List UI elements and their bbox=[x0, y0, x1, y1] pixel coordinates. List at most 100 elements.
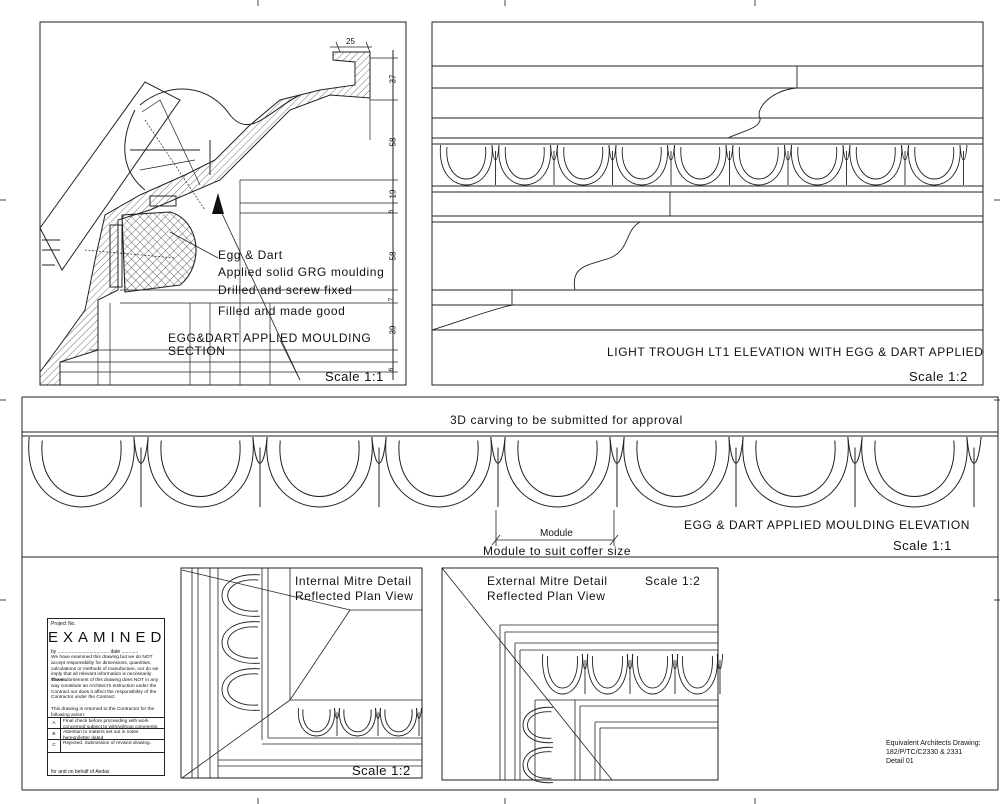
main-egg-shell bbox=[385, 436, 492, 508]
external-mitre-egg-v-egg bbox=[527, 711, 552, 739]
lt1-egg-shell bbox=[615, 144, 668, 186]
stamp-footer: for and on behalf of Aedas bbox=[51, 769, 110, 775]
main-egg-egg bbox=[160, 440, 241, 498]
external-mitre-egg-h-shell bbox=[632, 653, 673, 695]
stamp-heading: EXAMINED bbox=[48, 629, 167, 646]
lt1-egg-egg bbox=[855, 146, 896, 180]
lt1-egg-egg bbox=[797, 146, 838, 180]
external-mitre-egg-h-egg bbox=[682, 655, 713, 689]
external-mitre-egg-h-egg bbox=[592, 655, 623, 689]
drawing-reference-line-1: Equivalent Architects Drawing: bbox=[886, 740, 981, 747]
drawing-reference-line-2: 182/P/TC/C2330 & 2331 bbox=[886, 748, 963, 756]
main-egg-shell bbox=[266, 436, 373, 508]
main-egg-egg bbox=[755, 440, 836, 498]
internal-mitre-egg-v-shell bbox=[221, 668, 261, 711]
section-view bbox=[39, 21, 407, 386]
section-title-line-2: SECTION bbox=[168, 344, 226, 358]
main-egg-egg bbox=[398, 440, 479, 498]
main-note: 3D carving to be submitted for approval bbox=[450, 413, 683, 427]
main-egg-egg bbox=[636, 440, 717, 498]
lt1-scale: Scale 1:2 bbox=[909, 369, 968, 384]
internal-mitre-egg-h-shell bbox=[297, 707, 336, 737]
lt1-egg-shell bbox=[498, 144, 551, 186]
internal-mitre-title-2: Reflected Plan View bbox=[295, 589, 414, 603]
examined-stamp: Project No. EXAMINED by ................… bbox=[47, 618, 165, 776]
external-mitre-egg-h-egg bbox=[637, 655, 668, 689]
stamp-action-a-text: Final check before proceeding with work … bbox=[63, 719, 159, 730]
lt1-egg-egg bbox=[914, 146, 955, 180]
internal-mitre-scale: Scale 1:2 bbox=[352, 763, 411, 778]
stamp-by: by .....................................… bbox=[51, 649, 139, 655]
section-label-line-2: Applied solid GRG moulding bbox=[218, 265, 385, 279]
dim-6a: 6 bbox=[388, 209, 396, 214]
module-note: Module to suit coffer size bbox=[483, 544, 632, 558]
main-egg-shell bbox=[623, 436, 730, 508]
internal-mitre-egg-v-egg bbox=[227, 579, 259, 612]
external-mitre-egg-h-shell bbox=[542, 653, 583, 695]
internal-mitre-egg-h-shell bbox=[379, 707, 418, 737]
lt1-egg-shell bbox=[732, 144, 785, 186]
dim-58a: 58 bbox=[388, 137, 398, 147]
stamp-action-a-key: A bbox=[48, 718, 61, 729]
lt1-egg-shell bbox=[674, 144, 727, 186]
dim-6b: 6 bbox=[388, 367, 396, 372]
internal-mitre-view bbox=[180, 567, 423, 779]
lt1-egg-shell bbox=[557, 144, 610, 186]
lt1-egg-egg bbox=[738, 146, 779, 180]
stamp-paragraph-1: We have examined this drawing but we do … bbox=[51, 655, 159, 683]
lt1-egg-shell bbox=[791, 144, 844, 186]
main-title: EGG & DART APPLIED MOULDING ELEVATION bbox=[684, 518, 971, 532]
stamp-by-label: by bbox=[51, 649, 57, 655]
stamp-action-b: B Attention to matters set out in notes … bbox=[48, 728, 164, 741]
lt1-egg-egg bbox=[446, 146, 487, 180]
section-label-line-3: Drilled and screw fixed bbox=[218, 283, 353, 297]
lt1-egg-egg bbox=[680, 146, 721, 180]
module-label: Module bbox=[540, 528, 573, 539]
external-mitre-title-2: Reflected Plan View bbox=[487, 589, 606, 603]
lt1-elevation-view bbox=[431, 21, 984, 386]
main-elevation-view bbox=[21, 396, 999, 558]
stamp-action-a: A Final check before proceeding with wor… bbox=[48, 717, 164, 730]
internal-mitre-egg-v-shell bbox=[221, 574, 261, 617]
section-scale: Scale 1:1 bbox=[325, 369, 384, 384]
main-egg-shell bbox=[28, 436, 135, 508]
stamp-paragraph-3: This drawing is returned to the Contract… bbox=[51, 707, 155, 718]
lt1-egg-shell bbox=[849, 144, 902, 186]
external-mitre-egg-h-egg bbox=[547, 655, 578, 689]
internal-mitre-egg-h-egg bbox=[384, 709, 413, 733]
main-egg-shell bbox=[504, 436, 611, 508]
internal-mitre-egg-v-shell bbox=[221, 621, 261, 664]
internal-mitre-egg-v-egg bbox=[227, 626, 259, 659]
lt1-egg-shell bbox=[440, 144, 493, 186]
external-mitre-scale: Scale 1:2 bbox=[645, 574, 701, 588]
dim-7: 7 bbox=[388, 297, 396, 302]
lt1-egg-egg bbox=[504, 146, 545, 180]
lt1-egg-egg bbox=[563, 146, 604, 180]
main-egg-egg bbox=[41, 440, 122, 498]
dim-39: 39 bbox=[388, 325, 398, 335]
main-egg-shell bbox=[861, 436, 968, 508]
stamp-action-c-text: Rejected, Submission of revised drawing. bbox=[63, 741, 151, 746]
stamp-paragraph-2: The endorsement of this drawing does NOT… bbox=[51, 678, 159, 701]
internal-mitre-egg-v-egg bbox=[227, 673, 259, 706]
stamp-project-label: Project No. bbox=[51, 621, 76, 627]
section-label-line-1: Egg & Dart bbox=[218, 248, 283, 262]
external-mitre-title-1: External Mitre Detail bbox=[487, 574, 608, 588]
lt1-egg-shell bbox=[908, 144, 961, 186]
internal-mitre-title-1: Internal Mitre Detail bbox=[295, 574, 412, 588]
lt1-egg-egg bbox=[621, 146, 662, 180]
main-egg-egg bbox=[874, 440, 955, 498]
dim-25: 25 bbox=[346, 37, 355, 46]
external-mitre-egg-h-shell bbox=[677, 653, 718, 695]
internal-mitre-egg-h-egg bbox=[343, 709, 372, 733]
stamp-action-c-key: C bbox=[48, 740, 61, 752]
external-mitre-egg-v-egg bbox=[527, 751, 552, 779]
stamp-action-c: C Rejected, Submission of revised drawin… bbox=[48, 739, 164, 753]
dim-19: 19 bbox=[388, 189, 398, 199]
stamp-action-b-text: Attention to matters set out in notes he… bbox=[63, 730, 139, 741]
stamp-action-b-key: B bbox=[48, 729, 61, 740]
dim-37: 37 bbox=[388, 74, 398, 84]
drawing-reference-line-3: Detail 01 bbox=[886, 757, 914, 765]
lt1-title: LIGHT TROUGH LT1 ELEVATION WITH EGG & DA… bbox=[607, 345, 984, 359]
